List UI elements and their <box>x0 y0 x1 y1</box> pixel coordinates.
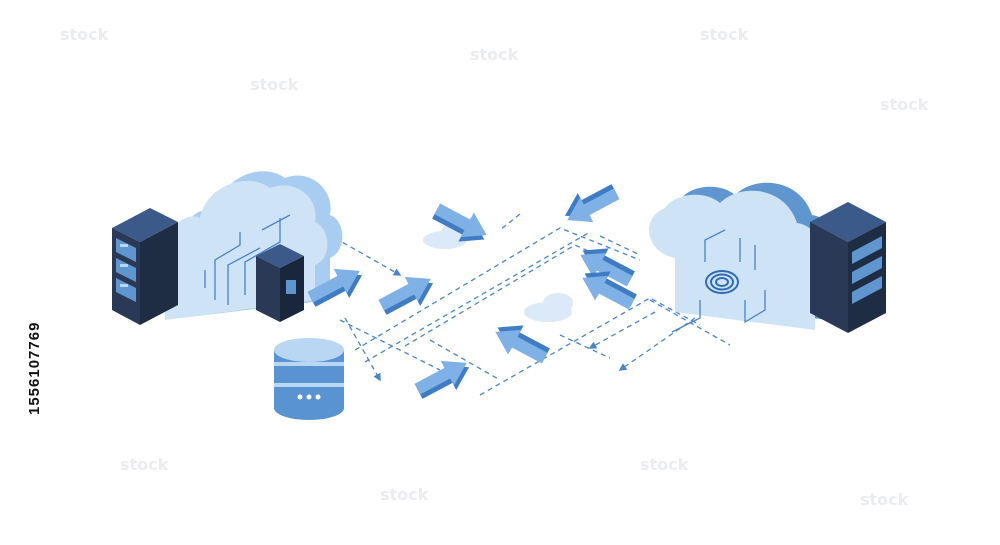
server-tower-icon <box>256 244 304 322</box>
watermark-stamp: stock <box>640 455 689 474</box>
stock-id-label: 1556107769 <box>26 321 43 415</box>
watermark-stamp: stock <box>880 95 929 114</box>
flow-lines <box>204 214 291 305</box>
fingerprint-icon <box>705 270 739 294</box>
database-icon <box>274 338 344 420</box>
lock-icon <box>286 280 296 294</box>
watermark-stamp: stock <box>250 75 299 94</box>
arrow-icon <box>374 266 440 322</box>
watermark-stamp: stock <box>380 485 429 504</box>
arrow-icon <box>410 350 476 406</box>
watermark-stamp: stock <box>60 25 109 44</box>
watermark-stamp: stock <box>700 25 749 44</box>
server-rack-icon <box>810 202 886 333</box>
flow-lines <box>671 229 766 333</box>
watermark-stamp: stock <box>470 45 519 64</box>
arrow-icon <box>558 177 624 233</box>
watermark-stamp: stock <box>860 490 909 509</box>
small-cloud-icon <box>524 293 573 322</box>
connection-lines <box>334 213 731 396</box>
watermark-pattern: stock stock stock stock stock stock stoc… <box>60 25 929 509</box>
watermark-stamp: stock <box>120 455 169 474</box>
right-cloud-icon <box>648 182 838 333</box>
server-rack-icon <box>112 208 178 325</box>
arrow-icon <box>488 315 554 371</box>
